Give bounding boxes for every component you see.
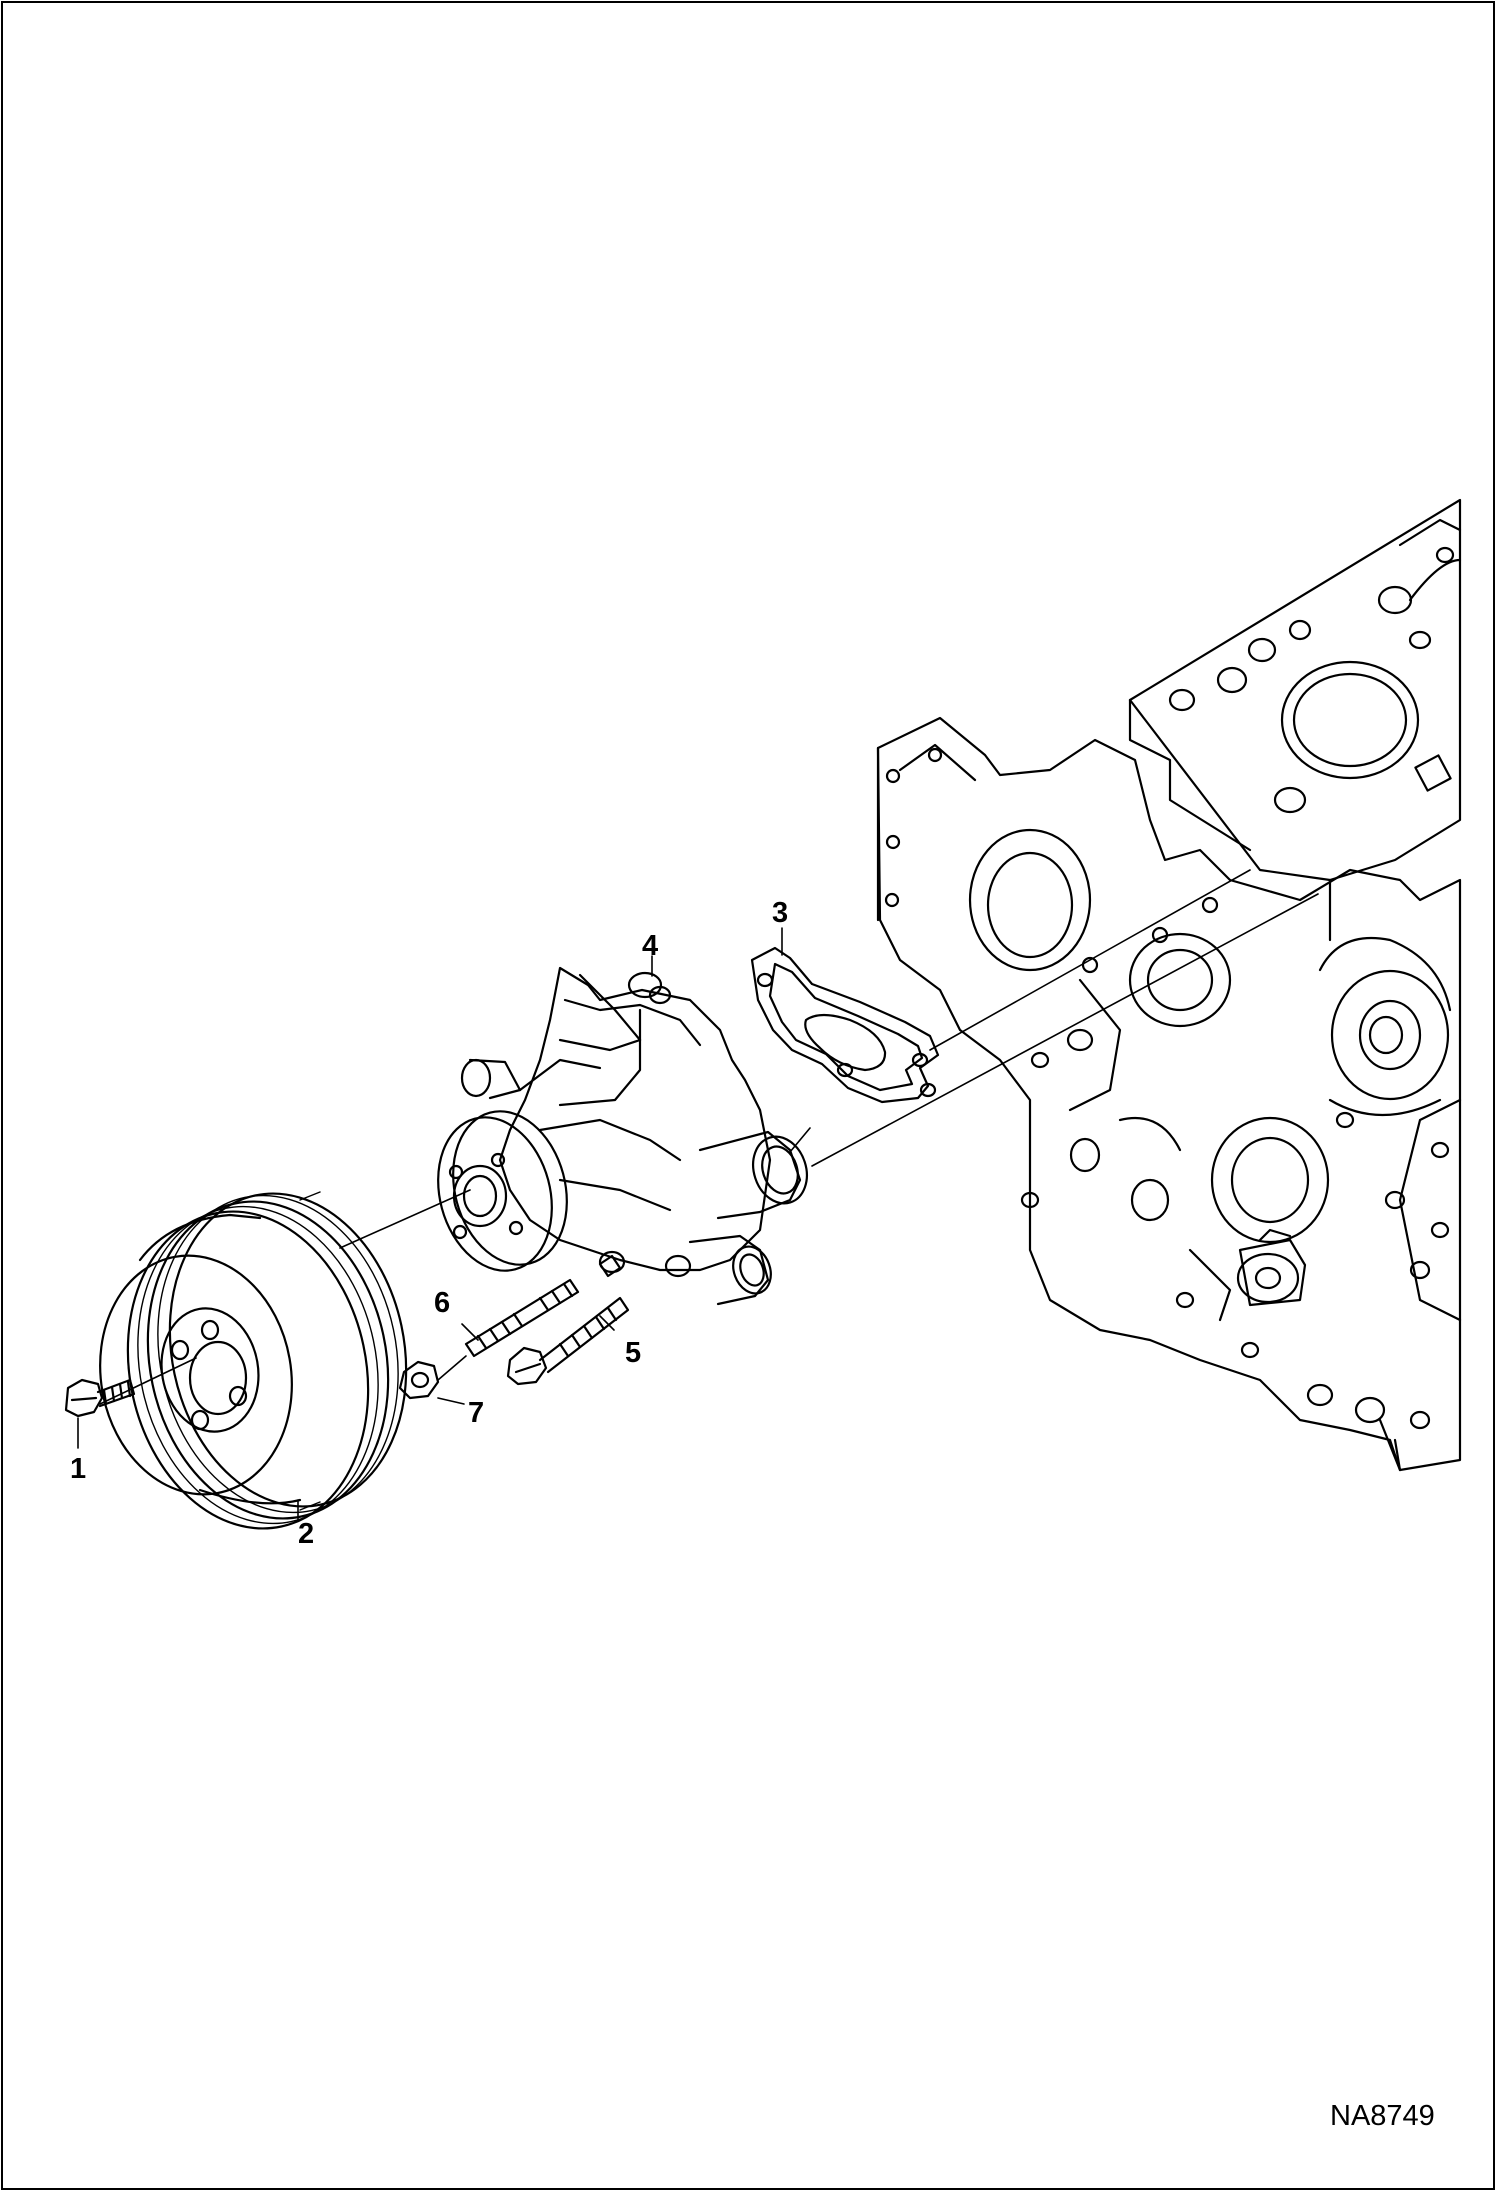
flange-nut xyxy=(398,1360,440,1400)
bolt xyxy=(64,1378,136,1418)
callout-1: 1 xyxy=(70,1453,86,1485)
leader-lines xyxy=(77,927,783,1521)
callout-4: 4 xyxy=(642,930,658,962)
callout-7: 7 xyxy=(468,1397,484,1429)
callout-6: 6 xyxy=(434,1287,450,1319)
callout-5: 5 xyxy=(625,1337,641,1369)
callout-2: 2 xyxy=(298,1518,314,1550)
alignment-lines xyxy=(99,869,1319,1405)
callout-3: 3 xyxy=(772,897,788,929)
gasket xyxy=(750,946,940,1104)
engine-block xyxy=(876,498,1462,1472)
drawing-number: NA8749 xyxy=(1330,2100,1435,2132)
flange-bolt xyxy=(506,1296,630,1386)
pulley xyxy=(99,1191,408,1530)
water-pump xyxy=(437,966,808,1306)
stud xyxy=(464,1254,622,1358)
